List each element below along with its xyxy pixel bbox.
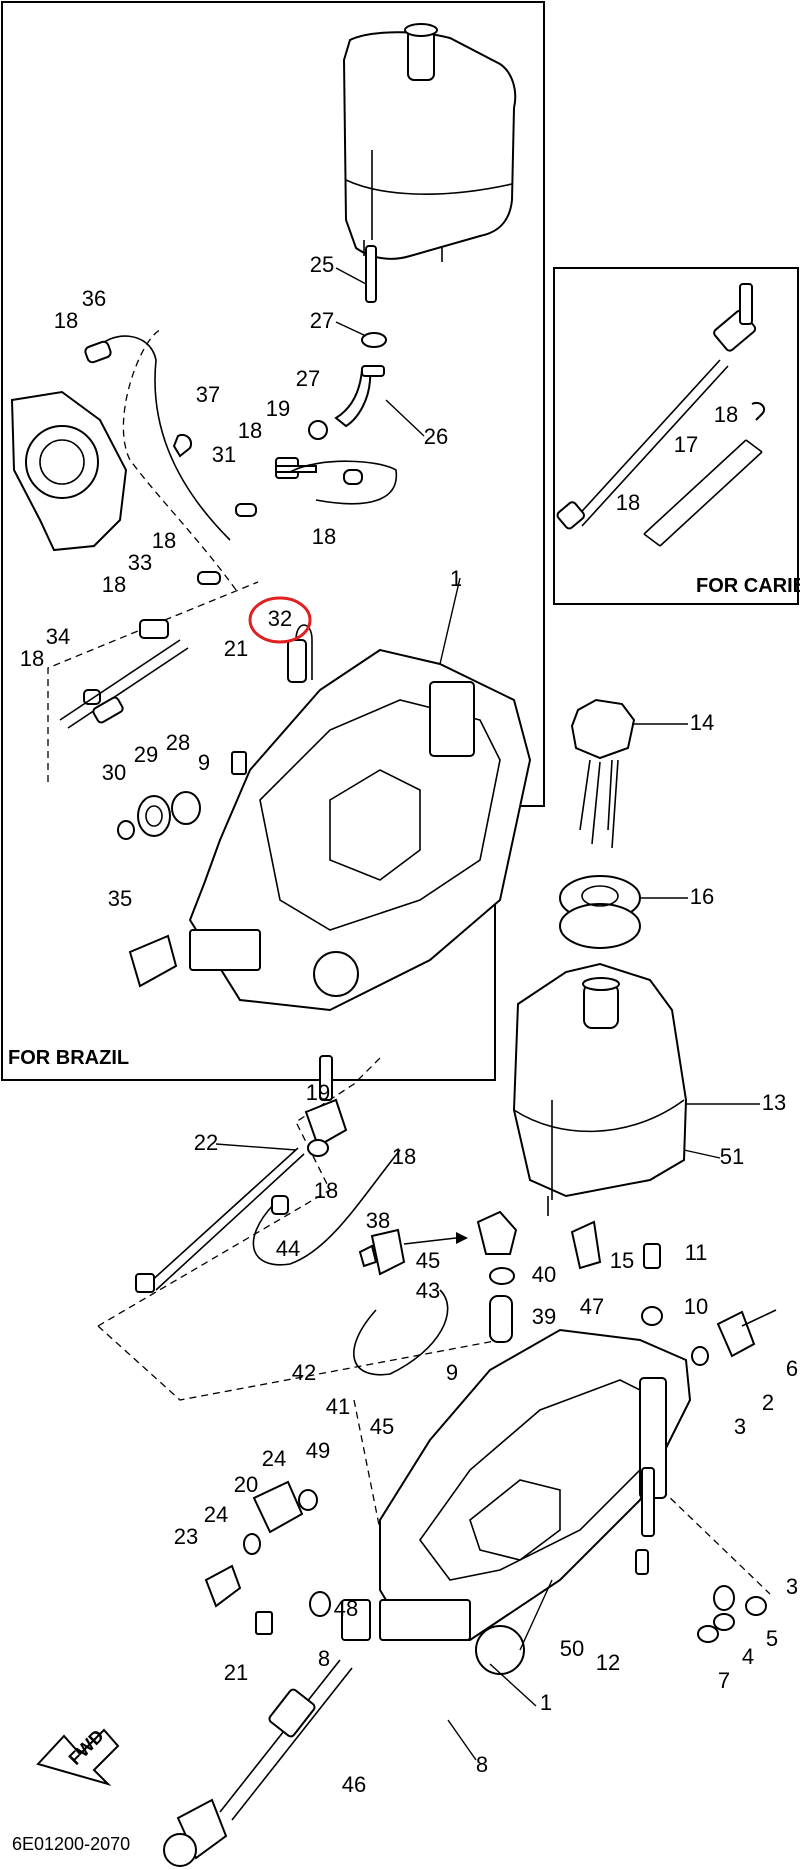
callout-18: 18 (314, 1178, 338, 1203)
joint-38 (358, 1228, 468, 1276)
part-15 (570, 1220, 602, 1270)
callout-18: 18 (54, 308, 78, 333)
callout-35: 35 (108, 886, 132, 911)
callout-28: 28 (166, 730, 190, 755)
carib-region: FOR CARIB (553, 267, 800, 605)
callout-18: 18 (714, 402, 738, 427)
hoses-brazil (59, 335, 398, 729)
callout-14: 14 (690, 710, 714, 735)
callout-12: 12 (596, 1650, 620, 1675)
callout-16: 16 (690, 884, 714, 909)
callout-38: 38 (366, 1208, 390, 1233)
callout-18: 18 (238, 418, 262, 443)
callout-43: 43 (416, 1278, 440, 1303)
callout-39: 39 (532, 1304, 556, 1329)
callout-29: 29 (134, 742, 158, 767)
callout-10: 10 (684, 1294, 708, 1319)
callout-4: 4 (742, 1644, 754, 1669)
callout-9: 9 (198, 750, 210, 775)
callout-34: 34 (46, 624, 70, 649)
callout-2: 2 (762, 1390, 774, 1415)
bracket-left-brazil (10, 340, 128, 552)
callout-19: 19 (266, 396, 290, 421)
callout-18: 18 (102, 572, 126, 597)
callout-11: 11 (685, 1240, 708, 1265)
left-hardware-brazil (117, 751, 247, 988)
callout-45: 45 (416, 1248, 440, 1273)
bottom-cowling-lower (379, 1328, 692, 1675)
callout-45: 45 (370, 1414, 394, 1439)
lower-loop-hoses (252, 1149, 449, 1376)
brazil-box-label: FOR BRAZIL (8, 1047, 129, 1069)
callout-20: 20 (234, 1472, 258, 1497)
highlight-circle (248, 596, 312, 644)
parts-39-40 (476, 1210, 518, 1343)
carib-box-label: FOR CARIB (696, 575, 800, 597)
callout-22: 22 (194, 1130, 218, 1155)
fuel-tank-upper (342, 23, 517, 262)
lower-left-hardware (163, 1480, 371, 1867)
callout-1: 1 (540, 1690, 552, 1715)
callout-30: 30 (102, 760, 126, 785)
grommet-14 (570, 698, 636, 849)
ring-16 (559, 875, 641, 949)
callout-19: 19 (306, 1080, 330, 1105)
callout-47: 47 (580, 1294, 604, 1319)
callout-18: 18 (392, 1144, 416, 1169)
callout-5: 5 (766, 1626, 778, 1651)
callout-9: 9 (446, 1360, 458, 1385)
callout-44: 44 (276, 1236, 300, 1261)
callout-27: 27 (296, 366, 320, 391)
callout-15: 15 (610, 1248, 634, 1273)
callout-13: 13 (762, 1090, 786, 1115)
callout-17: 17 (674, 432, 698, 457)
callout-46: 46 (342, 1772, 366, 1797)
leader-lines (215, 267, 760, 1761)
callout-7: 7 (718, 1668, 730, 1693)
callout-21: 21 (224, 1660, 248, 1685)
callout-36: 36 (82, 286, 106, 311)
callout-1: 1 (450, 566, 462, 591)
callout-24: 24 (204, 1502, 228, 1527)
fuel-hose-22 (135, 1147, 305, 1293)
callout-31: 31 (212, 442, 236, 467)
callout-3: 3 (786, 1574, 798, 1599)
callout-33: 33 (128, 550, 152, 575)
callout-42: 42 (292, 1360, 316, 1385)
callout-18: 18 (312, 524, 336, 549)
callout-3: 3 (734, 1414, 746, 1439)
callout-27: 27 (310, 308, 334, 333)
callout-8: 8 (318, 1646, 330, 1671)
callout-18: 18 (152, 528, 176, 553)
callout-37: 37 (196, 382, 220, 407)
callout-48: 48 (334, 1596, 358, 1621)
callout-50: 50 (560, 1636, 584, 1661)
fuel-tank-lower (512, 962, 688, 1216)
callout-41: 41 (326, 1394, 350, 1419)
callout-6: 6 (786, 1356, 798, 1381)
callout-26: 26 (424, 424, 448, 449)
bottom-cowling-upper (188, 624, 532, 1012)
carib-assembly (556, 283, 766, 547)
joint-19-lower (304, 1055, 348, 1157)
callout-23: 23 (174, 1524, 198, 1549)
callout-49: 49 (306, 1438, 330, 1463)
callout-40: 40 (532, 1262, 556, 1287)
lower-right-hardware (635, 1243, 777, 1643)
callout-21: 21 (224, 636, 248, 661)
callout-24: 24 (262, 1446, 286, 1471)
callout-51: 51 (720, 1144, 744, 1169)
callout-25: 25 (310, 252, 334, 277)
diagram-code: 6E01200-2070 (12, 1834, 130, 1854)
callout-32: 32 (268, 606, 292, 631)
forward-arrow-icon: FWD (36, 1726, 120, 1787)
callout-8: 8 (476, 1752, 488, 1777)
callout-18: 18 (20, 646, 44, 671)
callout-18: 18 (616, 490, 640, 515)
